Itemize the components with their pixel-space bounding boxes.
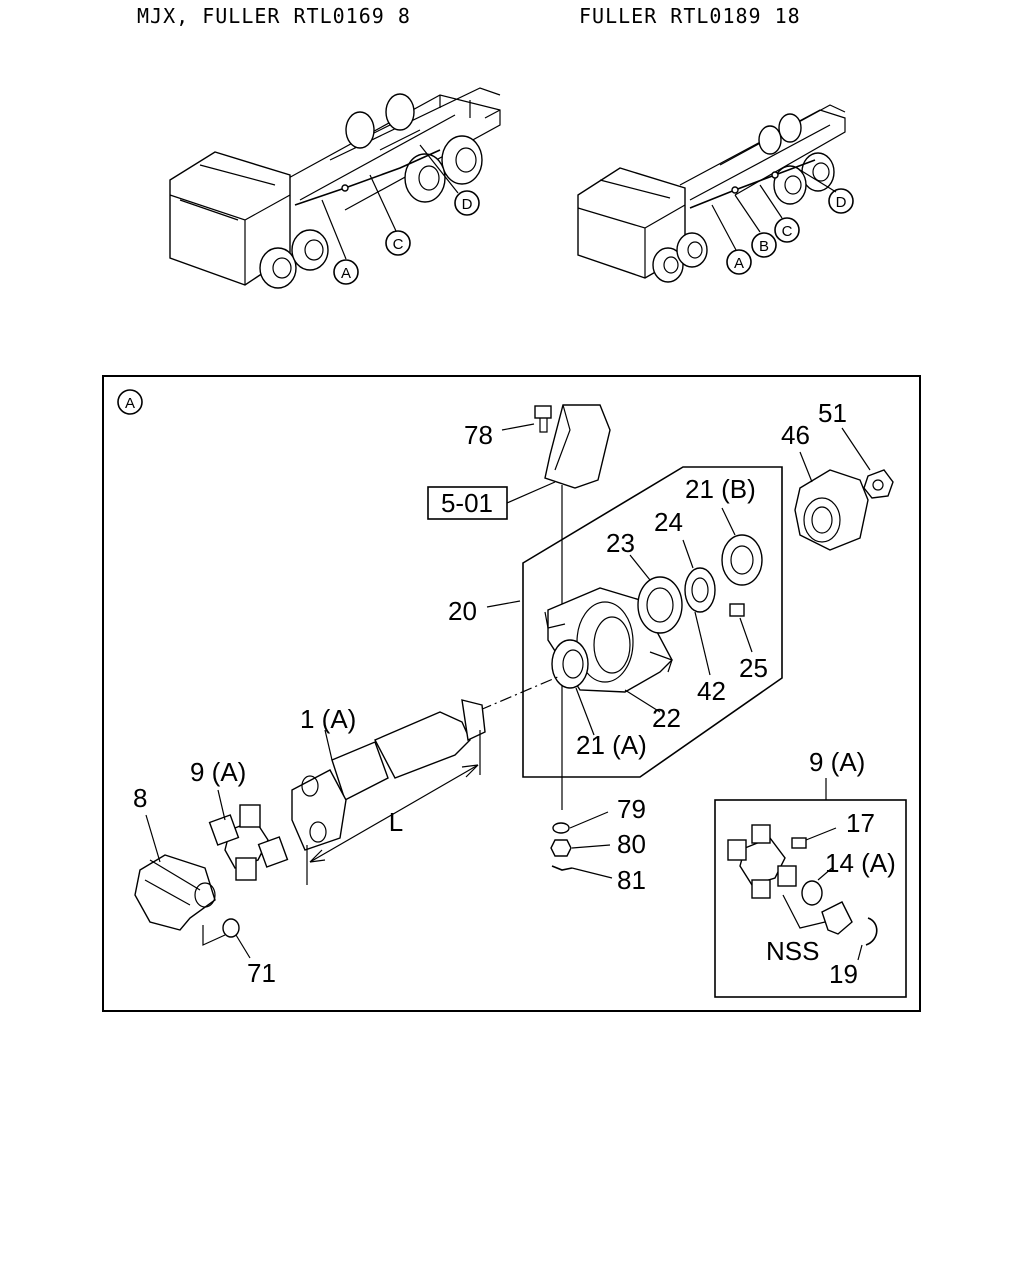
marker-a-left-label: A	[341, 265, 351, 282]
bearing-group-outline	[522, 466, 783, 778]
dimension-l-label: L	[389, 807, 403, 837]
spider-kit-inset	[727, 824, 797, 899]
truck-view-left: A C D	[169, 87, 501, 289]
marker-d-right-label: D	[836, 194, 847, 211]
marker-a-right	[726, 249, 752, 275]
marker-a-left	[333, 259, 359, 285]
bearing-23	[637, 576, 683, 634]
seal-14a	[801, 880, 823, 906]
callout-42: 42	[697, 676, 726, 706]
callout-51: 51	[818, 398, 847, 428]
callout-9a: 9 (A)	[190, 757, 246, 787]
marker-d-left	[454, 190, 480, 216]
callout-78: 78	[464, 420, 493, 450]
callout-19: 19	[829, 959, 858, 989]
section-marker-label: A	[125, 395, 135, 412]
marker-c-right	[774, 217, 800, 243]
companion-flange-46	[794, 469, 869, 551]
header-left-title: MJX, FULLER RTL0169 8	[137, 4, 411, 28]
nut-71	[222, 918, 240, 938]
marker-c-right-label: C	[782, 223, 793, 240]
truck-view-right: A B C D	[577, 104, 854, 283]
marker-d-left-label: D	[462, 196, 473, 213]
pin-81	[551, 865, 573, 871]
bearing-cup	[821, 901, 853, 935]
reference-box-label: 5-01	[441, 488, 493, 518]
grease-nipple-25	[729, 603, 745, 617]
section-marker-circle	[117, 389, 143, 415]
callout-25: 25	[739, 653, 768, 683]
callout-nss: NSS	[766, 936, 819, 966]
marker-d-right	[828, 188, 854, 214]
washer-79	[552, 822, 570, 834]
marker-a-right-label: A	[734, 255, 744, 272]
callout-81: 81	[617, 865, 646, 895]
header-right-title: FULLER RTL0189 18	[579, 4, 801, 28]
marker-c-left-label: C	[393, 236, 404, 253]
callout-17: 17	[846, 808, 875, 838]
flange-yoke-8	[134, 854, 216, 931]
callout-1a: 1 (A)	[300, 704, 356, 734]
callout-46: 46	[781, 420, 810, 450]
universal-joint-9a	[208, 789, 289, 881]
nut-51	[863, 469, 894, 499]
callout-22: 22	[652, 703, 681, 733]
callout-79: 79	[617, 794, 646, 824]
detail-a-frame	[102, 375, 921, 1012]
callout-14a: 14 (A)	[825, 848, 896, 878]
callout-24: 24	[654, 507, 683, 537]
bolt-78	[534, 405, 552, 419]
nut-80	[550, 839, 572, 857]
mounting-bracket	[544, 404, 611, 489]
yoke-1a	[291, 769, 347, 851]
callout-8: 8	[133, 783, 147, 813]
marker-b-right-label: B	[759, 238, 769, 255]
callout-80: 80	[617, 829, 646, 859]
callout-71: 71	[247, 958, 276, 988]
callout-23: 23	[606, 528, 635, 558]
inset-frame	[714, 799, 907, 998]
callout-labels: 78 51 46 21 (B) 24 23 20 25 42 22 21 (A)…	[133, 398, 896, 989]
snap-ring-19	[865, 917, 878, 946]
callout-21b: 21 (B)	[685, 474, 756, 504]
spacer-24	[684, 567, 716, 613]
marker-b-right	[751, 232, 777, 258]
callout-21a: 21 (A)	[576, 730, 647, 760]
marker-c-left	[385, 230, 411, 256]
oil-seal-21b	[721, 534, 763, 586]
inset-title: 9 (A)	[809, 747, 865, 777]
reference-box	[427, 486, 508, 520]
shaft-tube-1a	[374, 711, 471, 779]
callout-20: 20	[448, 596, 477, 626]
grease-fitting-17	[791, 837, 807, 849]
